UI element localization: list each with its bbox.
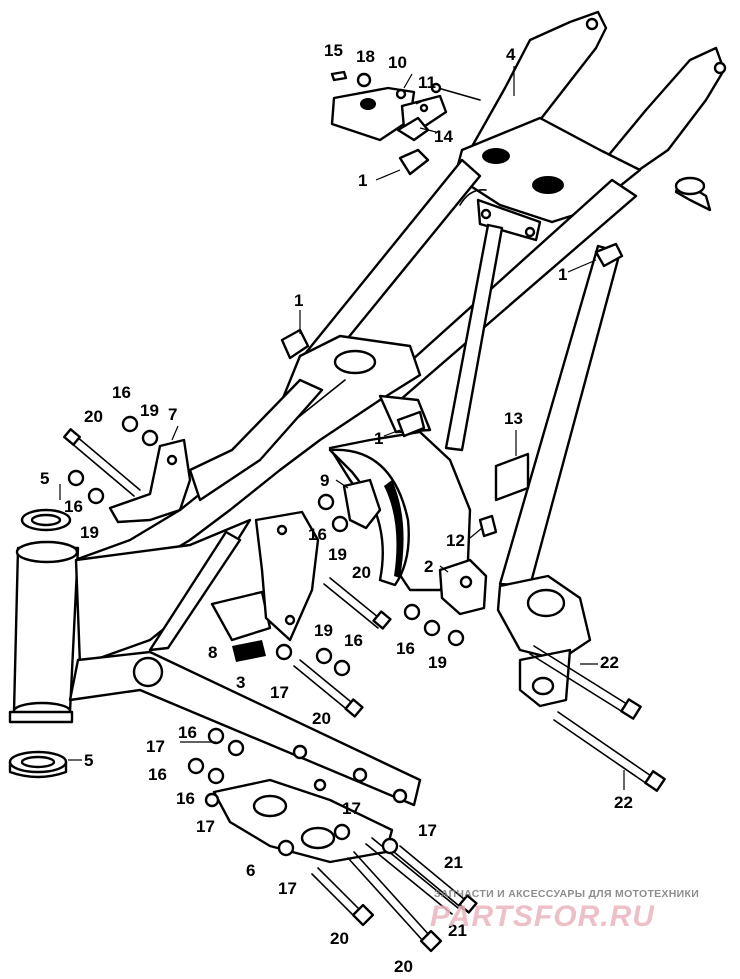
- callout-13: 13: [504, 409, 523, 428]
- callout-17f: 17: [278, 879, 297, 898]
- center-tube: [444, 223, 504, 452]
- part-9-plate: [342, 478, 382, 530]
- callout-15: 15: [324, 41, 343, 60]
- callout-16e: 16: [396, 639, 415, 658]
- leader-lines: [59, 66, 625, 790]
- callout-1d: 1: [374, 429, 383, 448]
- nuts-washers: [67, 415, 465, 857]
- part-15-screw: [330, 70, 348, 82]
- callout-19e: 19: [428, 653, 447, 672]
- callout-2: 2: [424, 557, 433, 576]
- main-frame: [8, 10, 727, 807]
- part-3-clamp: [232, 640, 266, 662]
- callout-17a: 17: [270, 683, 289, 702]
- callout-22a: 22: [600, 653, 619, 672]
- rear-frame-right-arm: [596, 46, 726, 174]
- part-8-plate: [210, 590, 272, 642]
- callout-16b: 16: [64, 497, 83, 516]
- callout-16f: 16: [178, 723, 197, 742]
- callout-17c: 17: [196, 817, 215, 836]
- callout-17b: 17: [146, 737, 165, 756]
- part-1-bushing-c: [280, 328, 310, 360]
- callout-20c: 20: [312, 709, 331, 728]
- callout-20e: 20: [394, 957, 413, 976]
- callout-9: 9: [320, 471, 329, 490]
- callout-12: 12: [446, 531, 465, 550]
- lower-strut: [148, 530, 242, 652]
- steering-head: [12, 546, 80, 714]
- callout-14: 14: [434, 127, 453, 146]
- rear-frame-upper-arm: [468, 10, 608, 152]
- watermark: ЗАПЧАСТИ И АКСЕССУАРЫ ДЛЯ МОТОТЕХНИКИ PA…: [430, 888, 699, 933]
- callout-3: 3: [236, 673, 245, 692]
- part-12-nut: [478, 514, 498, 538]
- part-13-label: [494, 452, 530, 502]
- part-6-bracket: [212, 778, 394, 864]
- callout-16g: 16: [148, 765, 167, 784]
- callout-20d: 20: [330, 929, 349, 948]
- callout-21a: 21: [444, 853, 463, 872]
- callout-labels: 15 18 10 11 14 4 1 1 1 1 16 19 7 20 5 16…: [40, 41, 633, 976]
- callout-5b: 5: [84, 751, 93, 770]
- callout-17e: 17: [418, 821, 437, 840]
- junction-bracket: [476, 198, 542, 242]
- lower-downtube: [68, 650, 422, 807]
- upper-left-tube: [188, 378, 324, 502]
- callout-6: 6: [246, 861, 255, 880]
- callout-19b: 19: [80, 523, 99, 542]
- callout-1c: 1: [294, 291, 303, 310]
- part-7-bracket: [108, 438, 192, 524]
- callout-21b: 21: [448, 921, 467, 940]
- small-parts: [8, 70, 624, 864]
- callout-10: 10: [388, 53, 407, 72]
- callout-16c: 16: [308, 525, 327, 544]
- callout-19d: 19: [314, 621, 333, 640]
- callout-20b: 20: [352, 563, 371, 582]
- callout-1a: 1: [358, 171, 367, 190]
- part-1-bushing-d: [396, 410, 426, 438]
- callout-19a: 19: [140, 401, 159, 420]
- callout-7: 7: [168, 405, 177, 424]
- callout-4: 4: [506, 45, 516, 64]
- callout-8: 8: [208, 643, 217, 662]
- callout-17d: 17: [342, 799, 361, 818]
- part-1-bushing-b: [594, 242, 624, 268]
- callout-19c: 19: [328, 545, 347, 564]
- callout-20a: 20: [84, 407, 103, 426]
- bolts: [62, 428, 666, 953]
- callout-1b: 1: [558, 265, 567, 284]
- callout-16a: 16: [112, 383, 131, 402]
- watermark-brand: PARTSFOR.RU: [430, 900, 655, 933]
- watermark-tagline: ЗАПЧАСТИ И АКСЕССУАРЫ ДЛЯ МОТОТЕХНИКИ: [434, 888, 699, 900]
- callout-22b: 22: [614, 793, 633, 812]
- left-pivot-bracket: [254, 510, 320, 642]
- part-1-bushing-a: [398, 148, 430, 176]
- callout-5a: 5: [40, 469, 49, 488]
- callout-18: 18: [356, 47, 375, 66]
- callout-16d: 16: [344, 631, 363, 650]
- rear-lower-frame: [496, 574, 592, 662]
- callout-11: 11: [418, 73, 436, 92]
- callout-16h: 16: [176, 789, 195, 808]
